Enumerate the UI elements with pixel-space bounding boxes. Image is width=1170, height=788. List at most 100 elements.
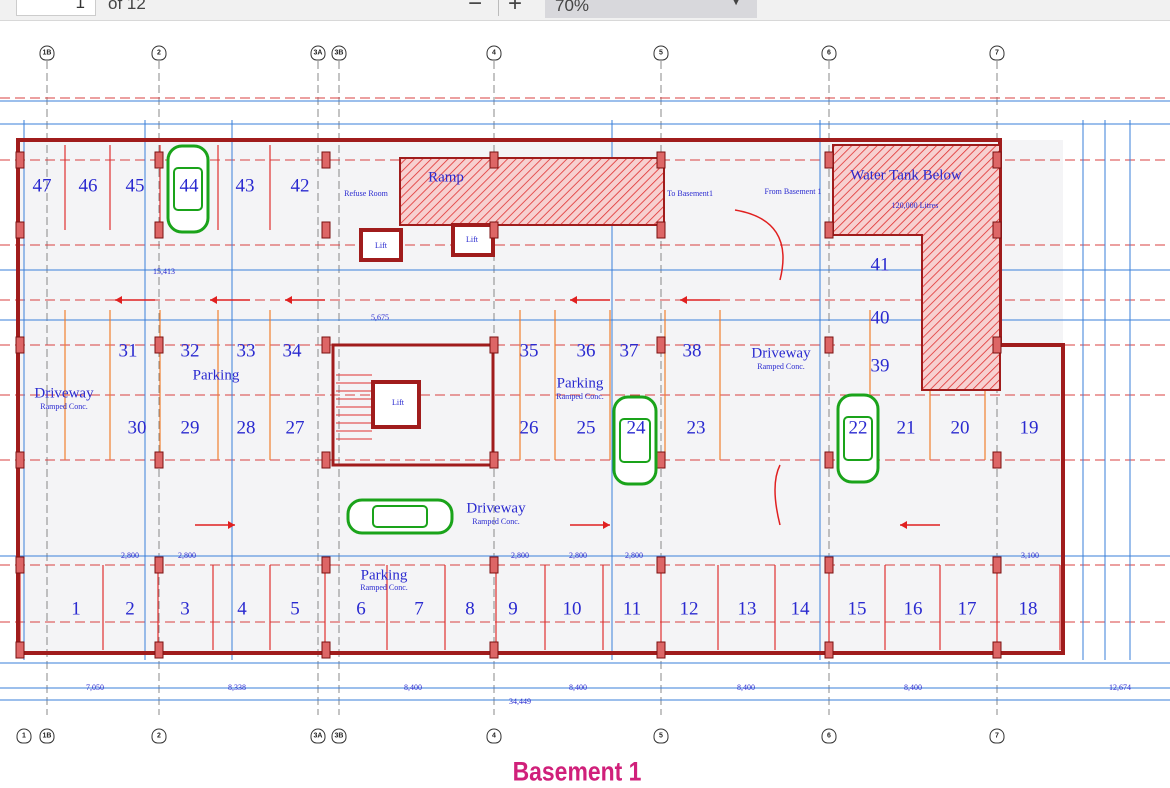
column	[321, 336, 331, 354]
parking-space-number: 33	[236, 340, 256, 362]
car-roof	[619, 418, 651, 463]
column	[154, 556, 164, 574]
lift-shaft	[451, 223, 495, 257]
column	[15, 556, 25, 574]
column	[321, 451, 331, 469]
curved-arrow	[734, 209, 784, 281]
zoom-out-button[interactable]: −	[468, 0, 483, 17]
zoom-select[interactable]: 70%▼	[545, 0, 757, 18]
column	[15, 336, 25, 354]
stair-core	[331, 343, 495, 467]
parking-space-number: 20	[950, 417, 970, 439]
parking-space-number: 25	[576, 417, 596, 439]
dimension-text: 7,050	[86, 683, 104, 692]
parking-space-number: 45	[125, 175, 145, 197]
parking-space-number: 13	[737, 598, 757, 620]
grid-marker: 5	[653, 728, 669, 744]
floor-plan-drawing	[0, 61, 1170, 715]
driveway-label: Driveway	[466, 500, 526, 517]
arrow-head	[210, 296, 217, 304]
page-count: of 12	[108, 0, 146, 13]
column	[15, 221, 25, 239]
arrow-head	[115, 296, 122, 304]
grid-marker: 2	[151, 728, 167, 744]
refuse-room-label: Refuse Room	[344, 189, 388, 198]
column	[656, 556, 666, 574]
column	[992, 641, 1002, 659]
arrow-head	[228, 521, 235, 529]
dimension-text: 8,400	[904, 683, 922, 692]
grid-marker: 7	[989, 728, 1005, 744]
toolbar-divider	[498, 0, 499, 16]
column	[824, 556, 834, 574]
lift-label: Lift	[392, 398, 404, 407]
grid-marker: 1B	[39, 45, 55, 61]
column	[321, 221, 331, 239]
lift-label: Lift	[375, 241, 387, 250]
column	[154, 336, 164, 354]
column	[154, 451, 164, 469]
parking-space-number: 14	[790, 598, 810, 620]
page-number-input[interactable]: 1	[16, 0, 96, 16]
car-roof	[372, 505, 428, 528]
driveway-label: Driveway	[751, 345, 811, 362]
column	[824, 151, 834, 169]
column	[489, 641, 499, 659]
column	[321, 641, 331, 659]
grid-marker: 6	[821, 45, 837, 61]
column	[824, 451, 834, 469]
arrow-head	[603, 521, 610, 529]
parking-space-number: 30	[127, 417, 147, 439]
grid-marker: 1	[16, 728, 32, 744]
column	[321, 151, 331, 169]
column	[15, 641, 25, 659]
parking-space-number: 42	[290, 175, 310, 197]
parking-space-number: 38	[682, 340, 702, 362]
dimension-text: 3,100	[1021, 551, 1039, 560]
parking-space-number: 46	[78, 175, 98, 197]
dimension-text: 8,400	[404, 683, 422, 692]
column	[656, 336, 666, 354]
ramp-label: Ramp	[428, 169, 464, 186]
parking-space-number: 12	[679, 598, 699, 620]
dimension-text: 8,400	[737, 683, 755, 692]
dimension-text: 2,800	[511, 551, 529, 560]
dimension-text: 2,800	[569, 551, 587, 560]
water-tank-capacity: 120,000 Litres	[891, 201, 939, 210]
parking-space-number: 29	[180, 417, 200, 439]
parking-note: Ramped Conc.	[360, 583, 408, 592]
parking-space-number: 17	[957, 598, 977, 620]
parking-space-number: 32	[180, 340, 200, 362]
parking-space-number: 21	[896, 417, 916, 439]
parking-space-number: 10	[562, 598, 582, 620]
parking-space-number: 34	[282, 340, 302, 362]
column	[15, 451, 25, 469]
column	[489, 151, 499, 169]
grid-marker: 1B	[39, 728, 55, 744]
parking-space-number: 35	[519, 340, 539, 362]
column	[824, 221, 834, 239]
water-tank-label: Water Tank Below	[850, 167, 962, 184]
column	[824, 641, 834, 659]
zoom-in-button[interactable]: +	[508, 0, 523, 17]
ramp-area	[399, 157, 665, 226]
parking-space-number: 18	[1018, 598, 1038, 620]
dimension-text: 8,400	[569, 683, 587, 692]
car-icon	[346, 498, 454, 535]
parking-space-number: 22	[848, 417, 868, 439]
driveway-note: Ramped Conc.	[40, 402, 88, 411]
column	[824, 336, 834, 354]
driveway-label: Driveway	[34, 385, 94, 402]
parking-space-number: 5	[290, 598, 300, 620]
car-roof	[843, 416, 873, 461]
parking-space-number: 2	[125, 598, 135, 620]
column	[489, 336, 499, 354]
parking-space-number: 39	[870, 355, 890, 377]
lift-shaft	[371, 380, 421, 429]
parking-space-number: 16	[903, 598, 923, 620]
column	[992, 151, 1002, 169]
parking-space-number: 8	[465, 598, 475, 620]
column	[154, 641, 164, 659]
from-basement-label: From Basement 1	[764, 187, 822, 196]
driveway-note: Ramped Conc.	[757, 362, 805, 371]
